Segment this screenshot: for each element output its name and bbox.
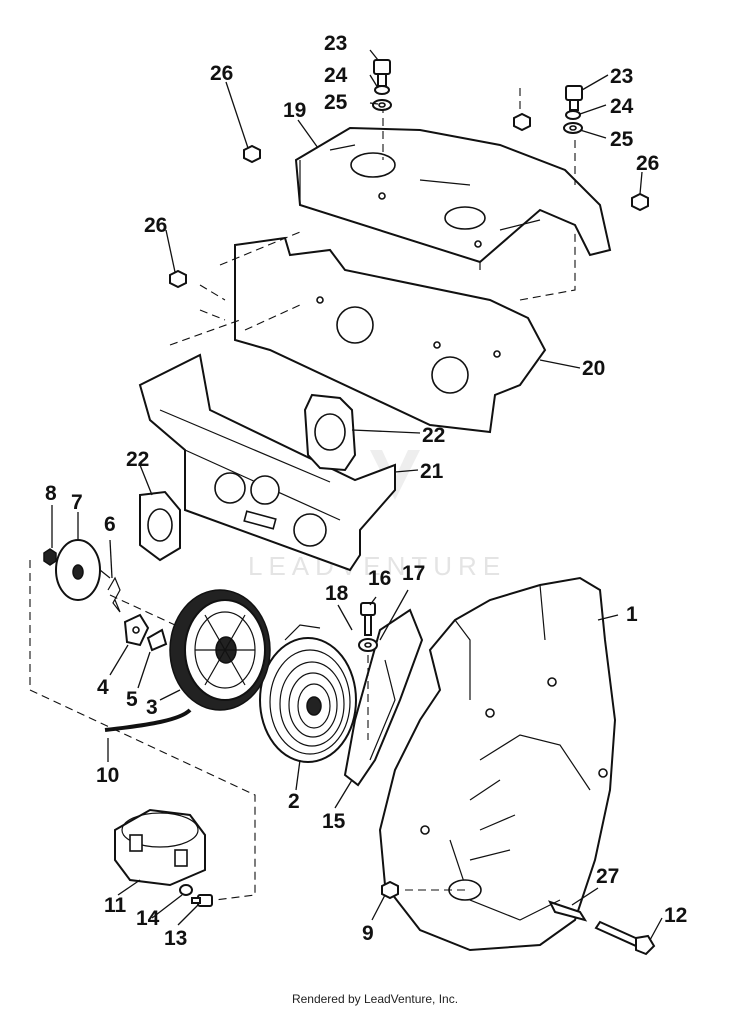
callout-26-left: 26 [144,214,167,237]
callout-11: 11 [104,894,127,917]
part-11-cup [114,808,206,887]
footer-credit: Rendered by LeadVenture, Inc. [291,992,459,1006]
callout-22-upper: 22 [422,424,445,447]
callout-labels: 1 2 3 4 5 6 7 8 9 10 11 12 13 14 15 16 1… [45,32,687,950]
callout-13: 13 [164,927,187,950]
part-23-bolt-right [565,85,583,111]
callout-12: 12 [664,904,687,927]
part-15-bracket [343,608,424,787]
callout-19: 19 [283,99,306,122]
part-13-screw [191,894,213,907]
part-27-plate [548,900,588,922]
part-26-nut-top-left [243,144,261,164]
callout-9: 9 [362,922,374,945]
callout-4: 4 [97,676,109,699]
callout-27: 27 [596,865,619,888]
part-17-washer [358,638,378,652]
part-5-spring [146,628,168,652]
callout-8: 8 [45,482,57,505]
callout-14: 14 [136,907,160,930]
part-24-washer-right [565,110,581,120]
callout-26-top-left: 26 [210,62,233,85]
part-25-washer-left [372,99,392,111]
callout-5: 5 [126,688,138,711]
part-14-washer [179,884,193,896]
part-26-nut-left [169,269,187,289]
part-12-bolt [594,920,656,956]
part-26-nut-right [631,192,649,212]
part-3-pulley [169,589,271,711]
callout-24-right: 24 [610,95,634,118]
alignment-lines-lower [29,560,465,901]
leader-lines [51,49,663,941]
part-22-gasket-upper [303,393,357,472]
callout-25-left: 25 [324,91,348,114]
callout-26-right: 26 [636,152,659,175]
part-26-nut-top-center [513,112,531,132]
part-10-starter-rope [104,708,192,732]
part-20-back-plate [234,236,547,434]
callout-21: 21 [420,460,444,483]
part-24-washer-left [374,85,390,95]
part-7-cam-dog [55,539,111,601]
callout-18: 18 [325,582,349,605]
part-9-nut [381,880,399,900]
callout-7: 7 [71,491,83,514]
callout-16: 16 [368,567,391,590]
callout-22-lower: 22 [126,448,149,471]
part-8-nut [43,548,57,566]
callout-2: 2 [288,790,300,813]
callout-25-right: 25 [610,128,634,151]
callout-24-left: 24 [324,64,348,87]
callout-17: 17 [402,562,425,585]
part-21-lower-shroud [138,353,396,572]
part-19-upper-shroud [294,126,612,270]
part-23-bolt-left [373,59,391,87]
part-1-blower-housing [378,576,617,952]
callout-23-right: 23 [610,65,633,88]
callout-1: 1 [626,603,638,626]
callout-10: 10 [96,764,119,787]
part-25-washer-right [563,122,583,134]
watermark-logo [370,450,420,500]
callout-3: 3 [146,696,158,719]
part-2-recoil-spring [259,624,357,763]
part-16-bolt [360,602,376,636]
callout-15: 15 [322,810,346,833]
part-6-retainer-spring [107,576,121,613]
callout-23-left: 23 [324,32,347,55]
watermark-text: LEADVENTURE [248,551,506,581]
callout-20: 20 [582,357,605,380]
part-4-pawl [123,613,150,647]
alignment-lines-upper [169,88,576,346]
part-22-gasket-lower [139,490,181,562]
callout-6: 6 [104,513,116,536]
